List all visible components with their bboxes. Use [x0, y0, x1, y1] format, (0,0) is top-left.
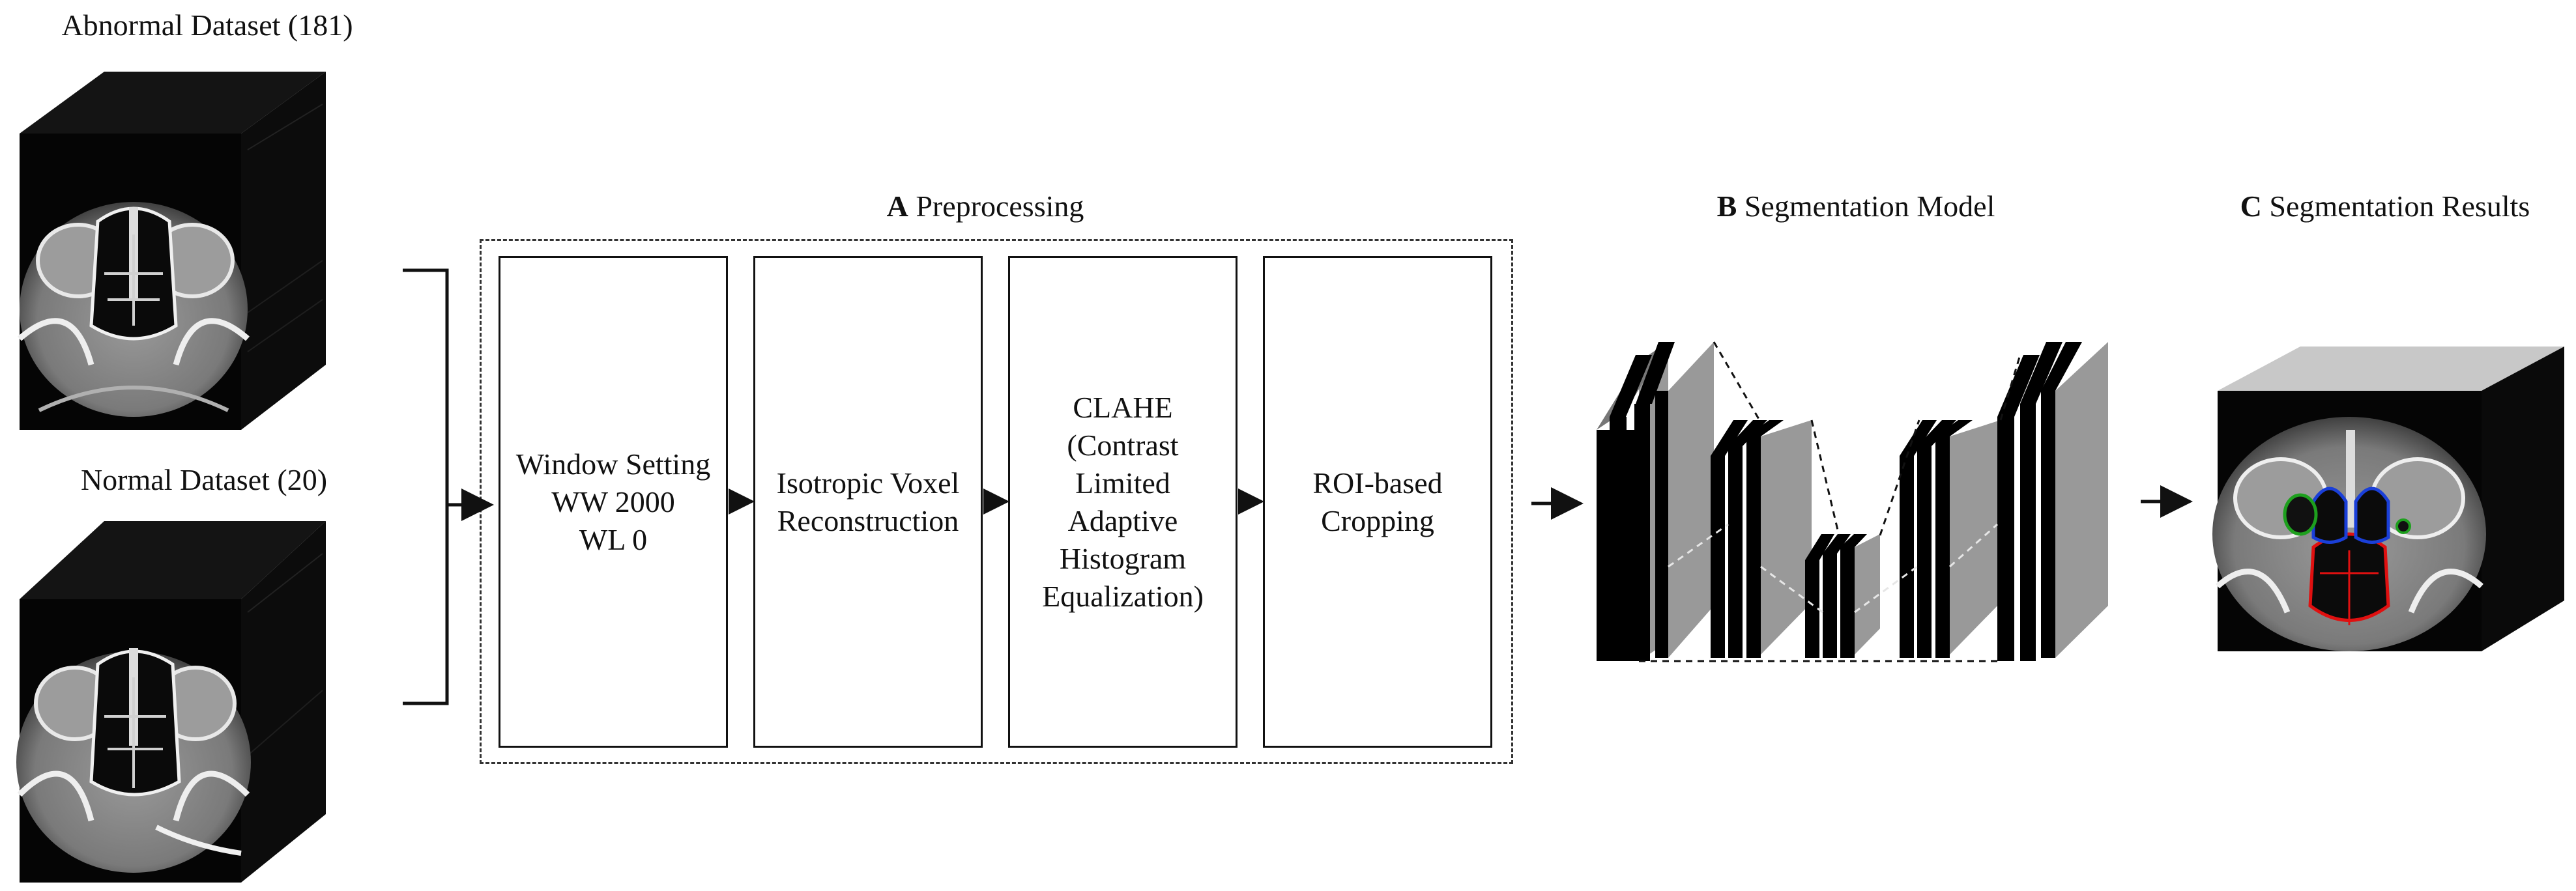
window-setting-step: Window Setting WW 2000 WL 0 [499, 256, 728, 748]
normal-dataset-label: Normal Dataset (20) [80, 463, 328, 496]
preprocessing-title: A Preprocessing [886, 190, 1084, 223]
segmentation-network-icon [1597, 341, 2108, 664]
abnormal-dataset-label: Abnormal Dataset (181) [61, 8, 353, 42]
roi-cropping-step: ROI-based Cropping [1263, 256, 1492, 748]
segmentation-results-title: C Segmentation Results [2240, 190, 2530, 223]
clahe-step: CLAHE (Contrast Limited Adaptive Histogr… [1008, 256, 1237, 748]
normal-ct-volume-icon [16, 521, 326, 883]
abnormal-ct-volume-icon [18, 72, 326, 430]
dataset-merge-bracket [403, 268, 494, 705]
segmentation-result-volume-icon [2212, 346, 2564, 651]
segmentation-model-title: B Segmentation Model [1716, 190, 1995, 223]
isotropic-voxel-step: Isotropic Voxel Reconstruction [753, 256, 983, 748]
